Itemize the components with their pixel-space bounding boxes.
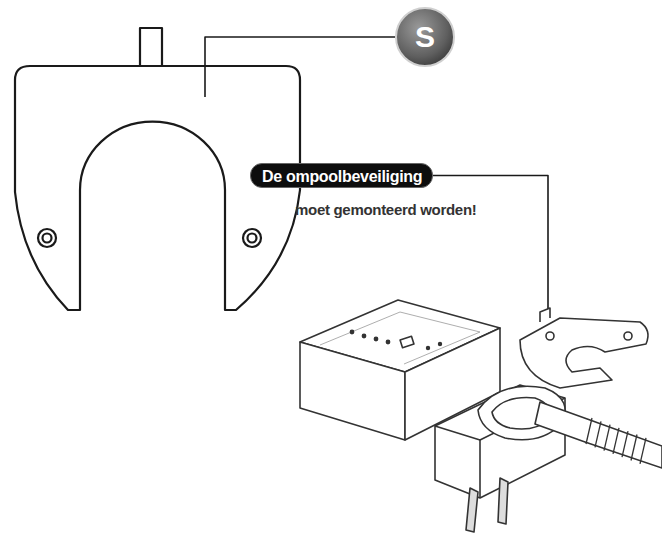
warning-note: moet gemonteerd worden! (295, 201, 476, 218)
leader-line (433, 176, 548, 313)
callout-letter: S (415, 22, 435, 52)
cable-rib (586, 418, 592, 444)
callout-circle: S (395, 7, 455, 67)
clip-outline (15, 66, 300, 310)
cable-rib (595, 421, 601, 447)
cable-rib (613, 428, 619, 454)
device (300, 300, 662, 532)
warning-text: De ompoolbeveiliging (262, 164, 421, 189)
screw-hole (38, 229, 261, 247)
cable-rib (640, 438, 646, 464)
cable-rib (622, 431, 628, 457)
warning-pill: De ompoolbeveiliging (250, 163, 433, 188)
callout-circle-fill (396, 8, 454, 66)
leader-line (205, 37, 395, 97)
cable-rib (631, 435, 637, 461)
cable-rib (604, 425, 610, 451)
clip-pin (140, 28, 162, 66)
